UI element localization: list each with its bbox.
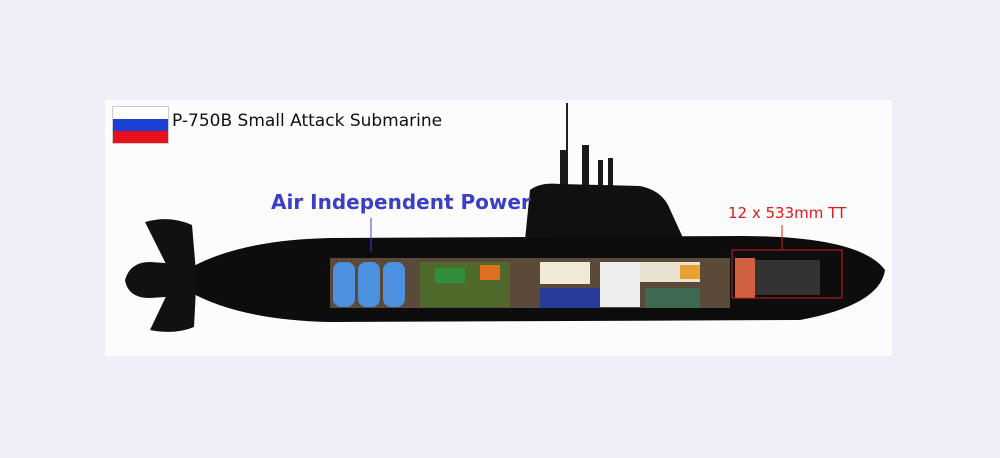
snorkel xyxy=(598,160,603,190)
mast xyxy=(608,158,613,190)
aip-tank xyxy=(383,262,405,307)
periscope xyxy=(582,145,589,190)
living-quarters xyxy=(600,262,640,307)
control-room xyxy=(540,262,590,284)
diagram-title: P-750B Small Attack Submarine xyxy=(172,111,443,131)
aip-label: Air Independent Power xyxy=(271,190,531,214)
sail xyxy=(525,183,684,240)
periscope xyxy=(560,150,568,190)
battery-compartment xyxy=(540,288,600,308)
russia-flag xyxy=(112,106,169,144)
aip-tank xyxy=(358,262,380,307)
torpedo-tubes xyxy=(755,260,820,295)
torpedo-highlight-box xyxy=(731,249,843,299)
upper-rudder xyxy=(145,219,196,272)
lower-rudder xyxy=(150,288,196,332)
torpedo-room xyxy=(735,258,755,298)
aip-tank xyxy=(333,262,355,307)
torpedo-label: 12 x 533mm TT xyxy=(728,204,847,222)
